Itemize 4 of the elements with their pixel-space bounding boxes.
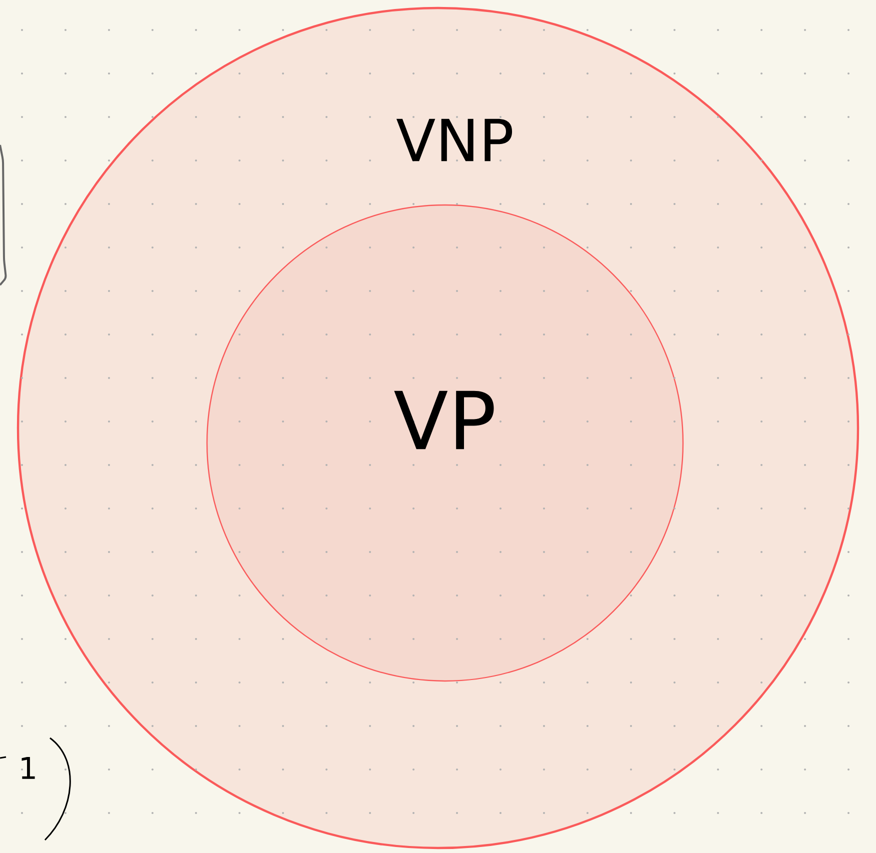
circle-label: VNP xyxy=(396,118,512,162)
circle xyxy=(206,204,684,682)
circle-label: VP xyxy=(394,390,494,450)
label: 1 xyxy=(22,757,35,779)
